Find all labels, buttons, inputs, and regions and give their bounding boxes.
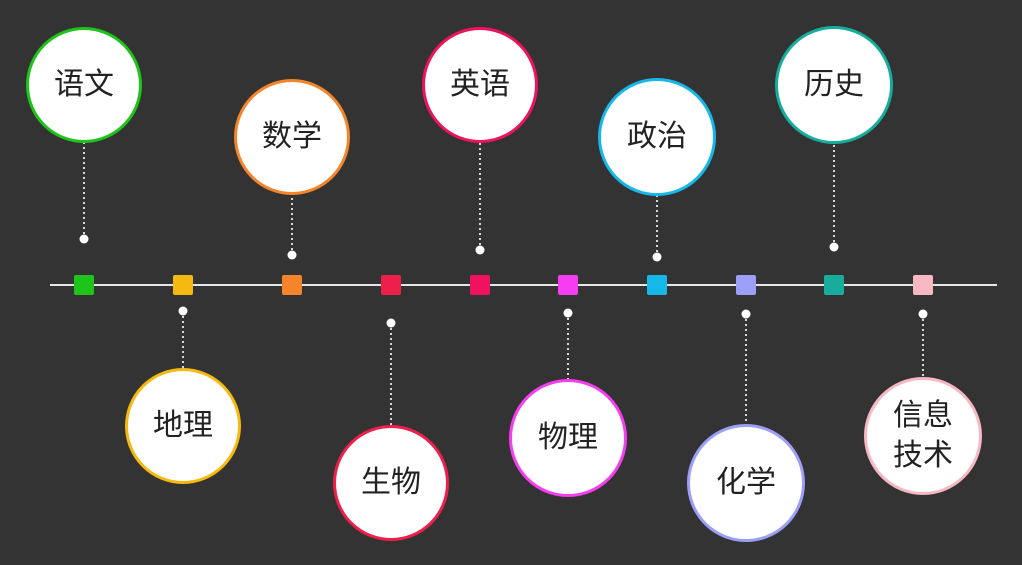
connector-dot	[829, 242, 839, 252]
subject-label: 信息 技术	[893, 398, 953, 473]
axis-marker	[824, 275, 844, 295]
subject-label: 英语	[450, 67, 510, 102]
connector-dot	[918, 309, 928, 319]
subject-bubble: 历史	[775, 26, 893, 144]
connector-dot	[386, 318, 396, 328]
subject-label: 语文	[54, 67, 114, 102]
subject-bubble: 生物	[333, 425, 449, 541]
connector-dot	[563, 308, 573, 318]
subject-bubble: 政治	[598, 78, 716, 196]
axis-marker	[282, 275, 302, 295]
subject-bubble: 数学	[234, 79, 350, 195]
subject-label: 政治	[627, 119, 687, 154]
connector-dot	[475, 245, 485, 255]
subject-label: 数学	[262, 119, 322, 154]
connector-dot	[741, 309, 751, 319]
subject-label: 生物	[361, 465, 421, 500]
connector-dot	[652, 252, 662, 262]
axis-marker	[736, 275, 756, 295]
axis-marker	[74, 275, 94, 295]
subject-bubble: 地理	[125, 368, 241, 484]
subject-bubble: 物理	[509, 379, 627, 497]
axis-marker	[173, 275, 193, 295]
connector-dot	[79, 234, 89, 244]
axis-marker	[381, 275, 401, 295]
subject-label: 化学	[716, 465, 776, 500]
axis-marker	[470, 275, 490, 295]
subject-label: 历史	[804, 67, 864, 102]
axis-marker	[647, 275, 667, 295]
subject-label: 地理	[153, 408, 213, 443]
subject-label: 物理	[538, 420, 598, 455]
subject-bubble: 化学	[687, 424, 805, 542]
subject-bubble: 信息 技术	[864, 377, 982, 495]
connector-dot	[287, 250, 297, 260]
subject-bubble: 英语	[422, 27, 538, 143]
subject-bubble: 语文	[26, 27, 142, 143]
axis-marker	[558, 275, 578, 295]
axis-marker	[913, 275, 933, 295]
connector-dot	[178, 306, 188, 316]
